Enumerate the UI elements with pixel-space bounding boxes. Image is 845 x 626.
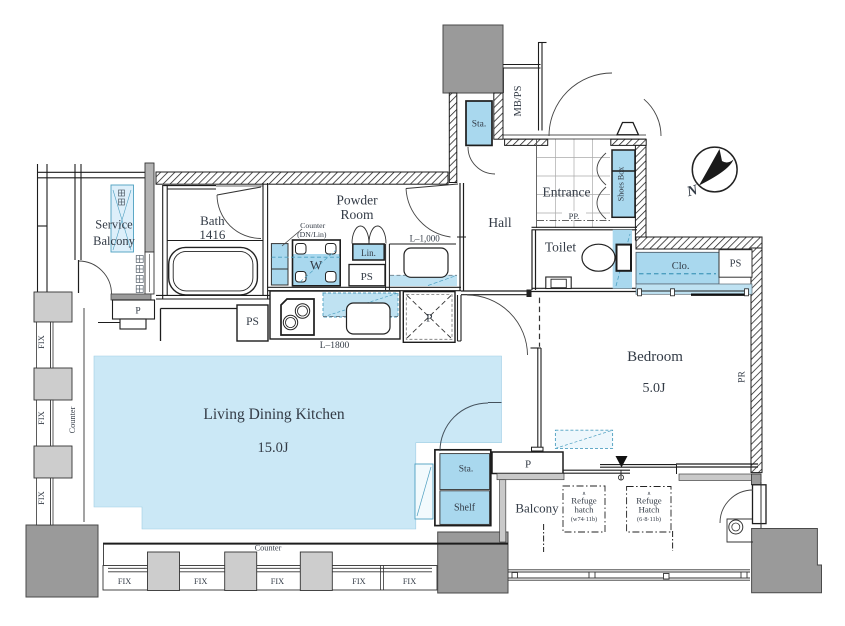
svg-text:Hatch: Hatch — [638, 505, 660, 515]
svg-text:(6·8·11b): (6·8·11b) — [637, 516, 661, 523]
svg-text:Counter: Counter — [300, 221, 326, 230]
svg-text:PS: PS — [361, 271, 373, 283]
svg-text:5.0J: 5.0J — [643, 381, 667, 396]
svg-text:(w74·11b): (w74·11b) — [571, 516, 597, 523]
svg-text:FIX: FIX — [118, 577, 131, 586]
svg-text:hatch: hatch — [574, 505, 594, 515]
svg-text:W: W — [310, 258, 323, 273]
svg-text:∧: ∧ — [647, 491, 651, 497]
svg-text:P: P — [426, 313, 432, 325]
svg-text:PR: PR — [738, 371, 748, 383]
svg-text:Shelf: Shelf — [454, 503, 476, 514]
svg-text:Clo.: Clo. — [672, 261, 690, 272]
svg-text:Toilet: Toilet — [545, 240, 577, 255]
svg-text:P: P — [525, 459, 531, 471]
svg-text:FIX: FIX — [271, 577, 284, 586]
svg-text:FIX: FIX — [352, 577, 365, 586]
svg-text:Powder: Powder — [336, 193, 378, 208]
svg-text:Service: Service — [95, 218, 133, 232]
svg-text:PS: PS — [246, 316, 259, 328]
svg-text:1416: 1416 — [199, 227, 226, 242]
svg-text:Balcony: Balcony — [93, 234, 135, 248]
svg-text:Bedroom: Bedroom — [627, 349, 683, 365]
svg-text:Counter: Counter — [255, 544, 282, 553]
svg-text:L–1,000: L–1,000 — [410, 234, 441, 244]
svg-text:Balcony: Balcony — [515, 501, 559, 516]
svg-text:(DN/Lin): (DN/Lin) — [297, 230, 327, 239]
svg-text:Shoes Box: Shoes Box — [616, 167, 625, 201]
svg-text:15.0J: 15.0J — [257, 440, 288, 456]
svg-text:Lin.: Lin. — [361, 248, 376, 258]
svg-text:FIX: FIX — [37, 491, 46, 504]
svg-text:Sta.: Sta. — [459, 465, 474, 475]
svg-text:FIX: FIX — [37, 411, 46, 424]
svg-text:PS: PS — [730, 259, 742, 270]
svg-text:L–1800: L–1800 — [320, 341, 350, 351]
svg-text:Living Dining Kitchen: Living Dining Kitchen — [203, 406, 344, 423]
svg-text:FIX: FIX — [37, 335, 46, 348]
svg-text:Refuge: Refuge — [636, 496, 661, 506]
svg-text:FIX: FIX — [403, 577, 416, 586]
svg-text:Sta.: Sta. — [472, 120, 487, 130]
svg-text:Hall: Hall — [488, 215, 511, 230]
svg-text:Refuge: Refuge — [571, 496, 596, 506]
svg-text:Room: Room — [340, 207, 374, 222]
svg-text:Entrance: Entrance — [543, 185, 591, 200]
svg-text:PP.: PP. — [569, 211, 580, 221]
svg-text:P: P — [135, 307, 140, 317]
svg-text:∧: ∧ — [582, 491, 586, 497]
svg-text:N: N — [684, 182, 700, 201]
svg-text:Counter: Counter — [68, 406, 77, 433]
svg-text:MB/PS: MB/PS — [513, 85, 524, 116]
svg-text:FIX: FIX — [194, 577, 207, 586]
svg-text:Bath: Bath — [200, 213, 225, 228]
